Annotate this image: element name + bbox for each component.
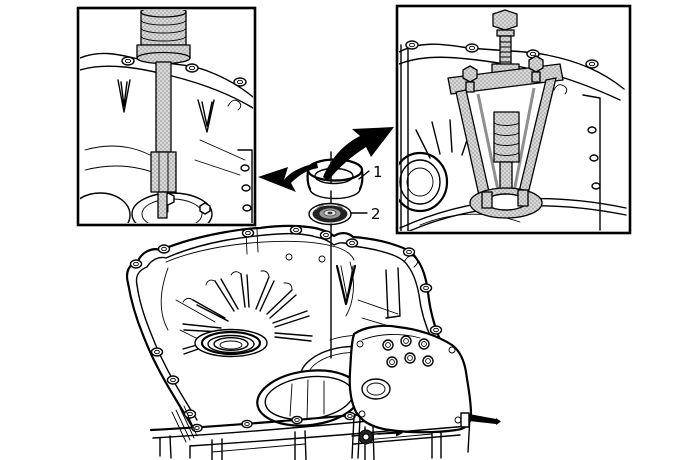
case-center-ribs	[245, 228, 419, 319]
installer-tool	[136, 10, 191, 219]
case-bolt-holes	[129, 225, 443, 419]
case-stud	[460, 412, 501, 428]
right-inset-case-detail	[399, 40, 627, 231]
case-opening-front	[256, 369, 362, 427]
callout-1-ring	[306, 158, 364, 200]
transmission-case	[125, 224, 501, 460]
case-interior-contours	[160, 240, 403, 345]
callout-parts: 1 2	[306, 151, 383, 359]
small-direction-arrow-icon	[377, 429, 403, 437]
left-inset-case-detail	[80, 52, 253, 223]
curved-arrow-right-icon	[323, 127, 394, 181]
leader-line-1	[358, 170, 370, 180]
callout-label-1: 1	[373, 163, 383, 181]
callout-2-bearing	[308, 202, 352, 226]
case-bracket	[348, 324, 501, 459]
callout-label-2: 2	[371, 205, 381, 223]
right-inset	[395, 4, 632, 235]
curved-arrow-left-icon	[258, 163, 318, 192]
left-inset	[76, 6, 257, 227]
case-bearing-bore	[194, 328, 268, 358]
puller-tool	[447, 9, 564, 219]
